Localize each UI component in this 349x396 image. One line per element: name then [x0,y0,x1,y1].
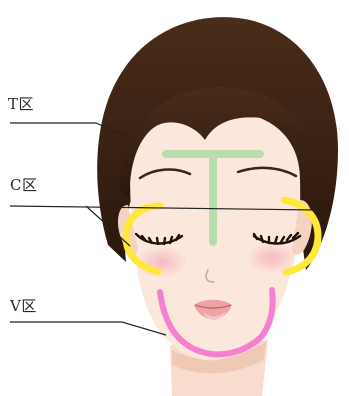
v-zone-label: V区 [10,299,37,314]
v-zone-leader-line [10,322,166,335]
t-zone-label: T区 [8,97,34,112]
c-zone-label: C区 [10,178,37,193]
